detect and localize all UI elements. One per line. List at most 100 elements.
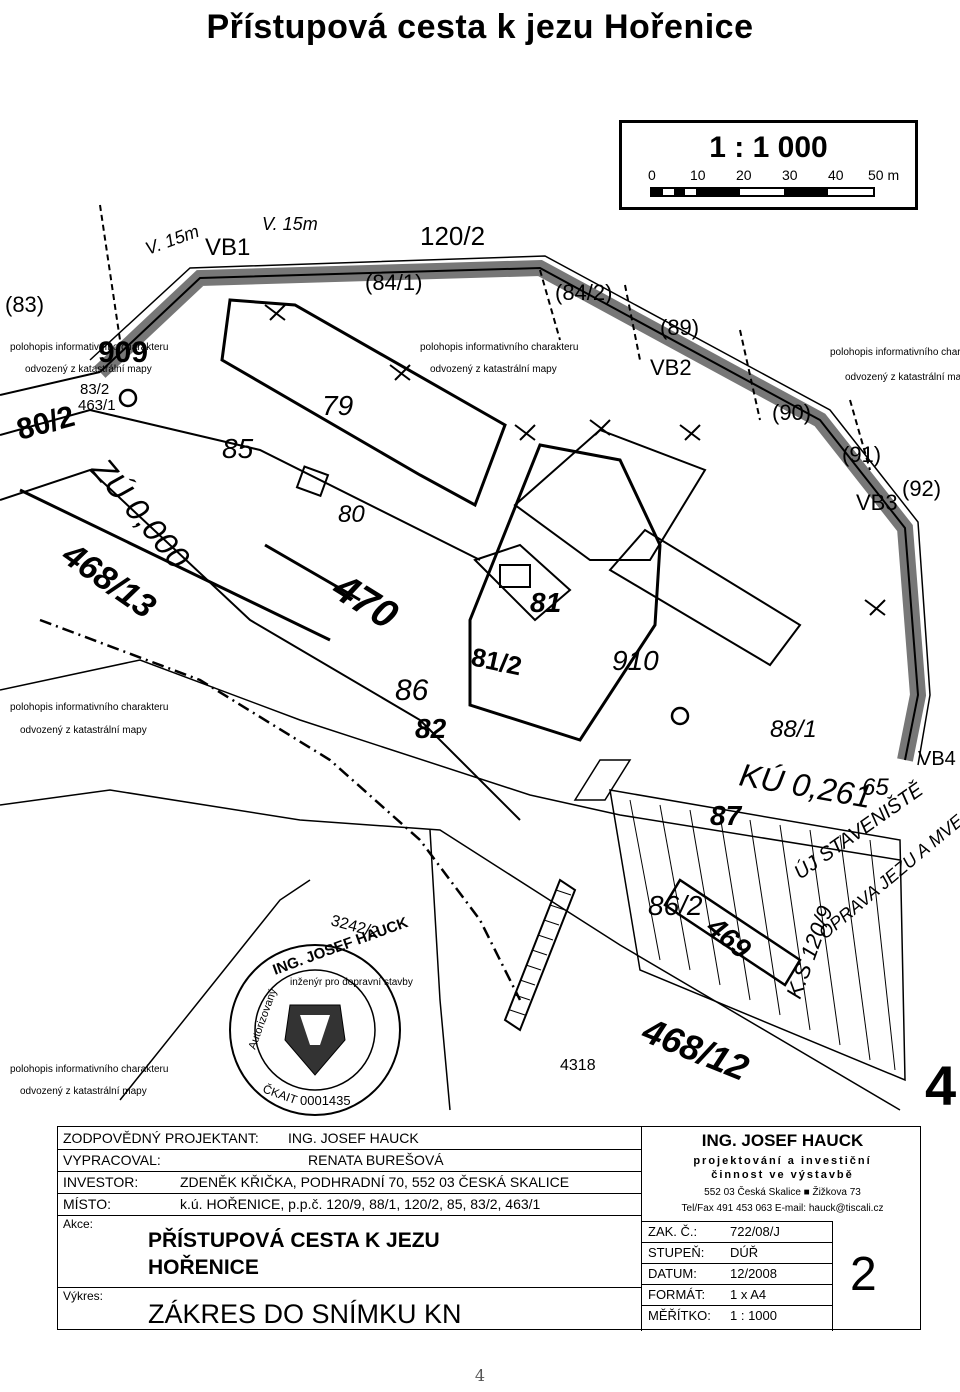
note-text: polohopis informativního charakteru <box>10 342 168 353</box>
note-text: polohopis informativního charakteru <box>10 702 168 713</box>
scale-ratio: 1 : 1 000 <box>709 131 828 164</box>
scale-tick: 30 <box>782 167 798 183</box>
svg-text:ČKAIT: ČKAIT <box>261 1081 300 1107</box>
parcel-label: 910 <box>612 645 659 676</box>
akce-label: Akce: <box>63 1217 94 1231</box>
point-label: VB3 <box>856 490 898 515</box>
firm-contact: Tel/Fax 491 453 063 E-mail: hauck@tiscal… <box>681 1203 884 1214</box>
parcel-label: (90) <box>772 400 811 425</box>
point-label: KÚ 0,261 <box>737 756 875 815</box>
info-row: STUPEŇ: DÚŘ <box>642 1242 832 1263</box>
parcel-label: 82 <box>415 713 447 744</box>
parcel-label: 88/1 <box>770 716 817 743</box>
parcel-label: 468/13 <box>55 535 163 626</box>
parcel-label: 4318 <box>560 1057 596 1074</box>
firm-name: ING. JOSEF HAUCK <box>701 1131 864 1150</box>
tb-label: MÍSTO: <box>63 1196 111 1212</box>
info-label: FORMÁT: <box>648 1287 706 1302</box>
building-79 <box>220 298 507 508</box>
vykres-label: Výkres: <box>63 1289 104 1303</box>
tb-row-misto: MÍSTO: k.ú. HOŘENICE, p.p.č. 120/9, 88/1… <box>58 1193 641 1216</box>
cadastral-map: 120/2 (84/1) (84/2) (83) (89) (90) (91) … <box>0 204 960 1117</box>
note-text: odvozený z katastrální mapy <box>20 725 147 736</box>
note-text: odvozený z katastrální mapy <box>20 1086 147 1097</box>
parcel-label: (89) <box>660 315 699 340</box>
info-value: 1 x A4 <box>730 1287 767 1302</box>
parcel-label: 65 <box>862 774 889 801</box>
parcel-label: 470 <box>324 565 405 638</box>
scale-tick: 0 <box>648 167 656 183</box>
handwritten-note: OPRAVA JEZU A MVE <box>815 810 960 943</box>
svg-text:0001435: 0001435 <box>300 1093 351 1108</box>
scale-tick: 40 <box>828 167 844 183</box>
firm-subtitle: činnost ve výstavbě <box>711 1169 854 1181</box>
info-row: DATUM: 12/2008 <box>642 1263 832 1284</box>
info-label: MĚŘÍTKO: <box>648 1308 711 1323</box>
firm-panel: ING. JOSEF HAUCK projektování a investič… <box>641 1127 923 1331</box>
parcel-label: 80 <box>338 501 365 528</box>
scale-legend: 1 : 1 000 0 10 20 30 40 50 m <box>619 120 918 210</box>
scale-tick: 50 m <box>868 167 900 183</box>
scale-tick: 20 <box>736 167 752 183</box>
parcel-label: 79 <box>322 390 353 421</box>
info-row: FORMÁT: 1 x A4 <box>642 1284 832 1305</box>
info-value: DÚŘ <box>730 1245 759 1260</box>
info-value: 12/2008 <box>730 1266 777 1281</box>
info-row: MĚŘÍTKO: 1 : 1000 <box>642 1305 832 1330</box>
parcel-label: 86 <box>395 674 429 707</box>
parcel-label: 4 <box>925 1054 956 1117</box>
parcel-label: (84/2) <box>555 280 612 305</box>
parcel-label: 80/2 <box>13 400 78 447</box>
parcel-label: 468/12 <box>636 1009 754 1089</box>
firm-address: 552 03 Česká Skalice ■ Žižkova 73 <box>704 1187 861 1198</box>
handwritten-note: V. 15m <box>143 221 202 259</box>
scale-tick: 10 <box>690 167 706 183</box>
point-label: VB4 <box>918 748 956 770</box>
building-910 <box>468 443 662 742</box>
note-text: polohopis informativního charakteru <box>830 347 960 358</box>
page-title: Přístupová cesta k jezu Hořenice <box>206 8 754 46</box>
parcel-label: 86/2 <box>648 890 703 921</box>
parcel-label: 85 <box>222 433 254 464</box>
info-value: 1 : 1000 <box>730 1308 777 1323</box>
tb-label: ZODPOVĚDNÝ PROJEKTANT: <box>63 1130 259 1146</box>
tb-value: k.ú. HOŘENICE, p.p.č. 120/9, 88/1, 120/2… <box>180 1196 541 1212</box>
scale-bar <box>650 187 875 197</box>
akce-line: HOŘENICE <box>148 1256 259 1279</box>
point-label: VB2 <box>650 355 692 380</box>
parcel-label: 81/2 <box>469 642 525 682</box>
parcel-label: 463/1 <box>78 397 116 414</box>
tb-row-projektant: ZODPOVĚDNÝ PROJEKTANT: ING. JOSEF HAUCK <box>58 1127 641 1150</box>
note-text: odvozený z katastrální mapy <box>25 364 152 375</box>
vykres-value: ZÁKRES DO SNÍMKU KN <box>148 1299 462 1329</box>
parcel-label: 81 <box>530 587 561 618</box>
parcel-label: (83) <box>5 292 44 317</box>
parcel-label: (84/1) <box>365 270 422 295</box>
tb-value: ING. JOSEF HAUCK <box>288 1130 419 1146</box>
tb-label: INVESTOR: <box>63 1174 139 1190</box>
sheet-number: 2 <box>850 1248 877 1301</box>
firm-subtitle: projektování a investiční <box>693 1155 872 1167</box>
parcel-label: 909 <box>98 336 148 369</box>
note-text: odvozený z katastrální mapy <box>845 372 960 383</box>
parcel-label: 120/2 <box>420 221 485 251</box>
tb-row-vypracoval: VYPRACOVAL: RENATA BUREŠOVÁ <box>58 1149 641 1172</box>
svg-text:Autorizovaný: Autorizovaný <box>247 987 280 1051</box>
parcel-label: (91) <box>842 442 881 467</box>
parcel-label: (92) <box>902 476 941 501</box>
akce-value: PŘÍSTUPOVÁ CESTA K JEZU HOŘENICE <box>148 1227 440 1281</box>
info-label: DATUM: <box>648 1266 697 1281</box>
note-text: odvozený z katastrální mapy <box>430 364 557 375</box>
info-label: STUPEŇ: <box>648 1245 705 1260</box>
note-text: polohopis informativního charakteru <box>10 1064 168 1075</box>
tb-row-investor: INVESTOR: ZDENĚK KŘIČKA, PODHRADNÍ 70, 5… <box>58 1171 641 1194</box>
tb-label: VYPRACOVAL: <box>63 1152 161 1168</box>
title-block: ZODPOVĚDNÝ PROJEKTANT: ING. JOSEF HAUCK … <box>57 1126 923 1331</box>
parcel-label: 83/2 <box>80 381 109 398</box>
page-number: 4 <box>474 1366 486 1385</box>
engineer-stamp: ING. JOSEF HAUCK Autorizovaný inženýr pr… <box>229 914 413 1116</box>
info-value: 722/08/J <box>730 1224 780 1239</box>
svg-text:inženýr pro dopravní stavby: inženýr pro dopravní stavby <box>290 977 413 988</box>
note-text: polohopis informativního charakteru <box>420 342 578 353</box>
handwritten-note: V. 15m <box>262 214 318 234</box>
